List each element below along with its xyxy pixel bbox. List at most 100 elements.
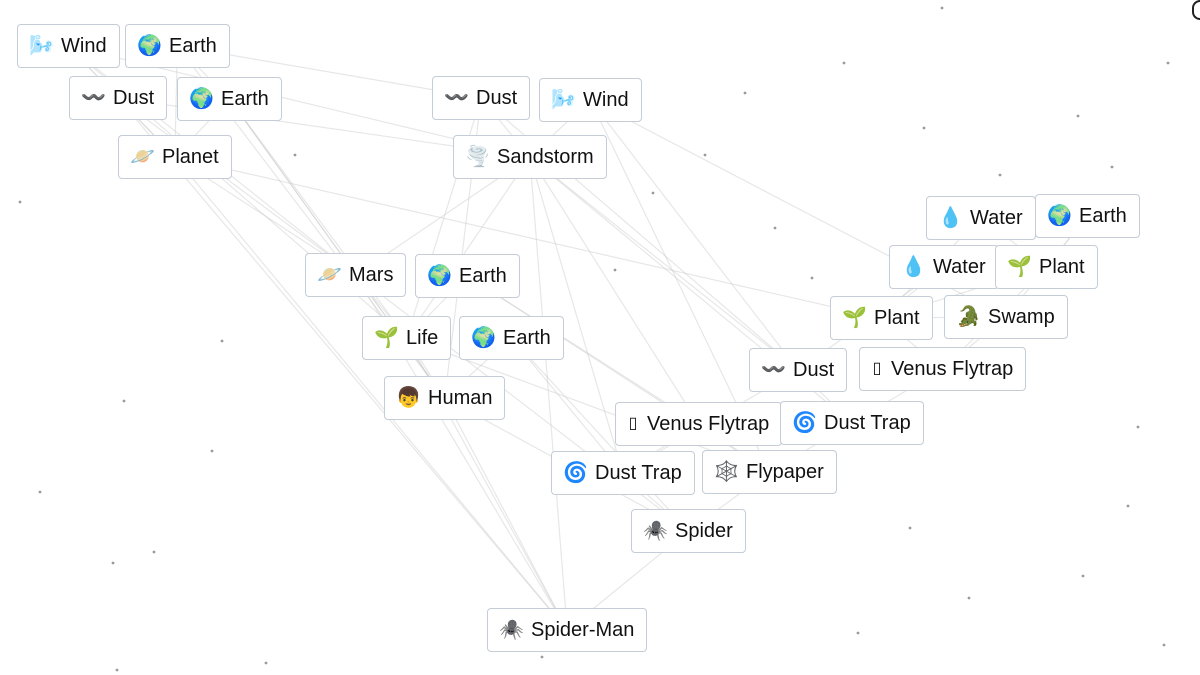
element-tile-dust-trap[interactable]: 🌀 Dust Trap xyxy=(780,401,924,445)
element-label: Dust xyxy=(793,359,835,381)
background-star xyxy=(540,655,544,659)
connection-line xyxy=(174,156,568,631)
background-star xyxy=(810,276,814,280)
element-tile-wind[interactable]: 🌬️ Wind xyxy=(539,78,642,122)
element-tile-dust[interactable]: 〰️ Dust xyxy=(69,76,168,120)
element-label: Venus Flytrap xyxy=(891,358,1014,380)
planet-icon: 🪐 xyxy=(130,146,155,168)
dust-icon: 〰️ xyxy=(81,87,106,109)
element-tile-spider[interactable]: 🕷️ Spider xyxy=(631,509,746,553)
spider-man-icon: 🕷️ xyxy=(499,619,524,641)
element-tile-earth[interactable]: 🌍 Earth xyxy=(415,254,520,298)
background-star xyxy=(111,561,115,565)
connection-line xyxy=(510,337,624,474)
element-label: Earth xyxy=(1079,205,1127,227)
background-star xyxy=(122,399,126,403)
element-label: Plant xyxy=(874,307,920,329)
background-star xyxy=(210,449,214,453)
background-star xyxy=(220,339,224,343)
background-star xyxy=(613,268,617,272)
element-tile-human[interactable]: 👦 Human xyxy=(384,376,506,420)
earth-icon: 🌍 xyxy=(471,327,496,349)
element-label: Water xyxy=(933,256,986,278)
connection-line xyxy=(529,156,568,631)
background-star xyxy=(1162,643,1166,647)
element-tile-life[interactable]: 🌱 Life xyxy=(362,316,452,360)
element-tile-dust[interactable]: 〰️ Dust xyxy=(432,76,531,120)
background-star xyxy=(18,200,22,204)
swamp-icon: 🐊 xyxy=(956,306,981,328)
element-tile-earth[interactable]: 🌍 Earth xyxy=(459,316,564,360)
element-tile-planet[interactable]: 🪐 Planet xyxy=(118,135,232,179)
element-tile-plant[interactable]: 🌱 Plant xyxy=(830,296,933,340)
background-star xyxy=(743,91,747,95)
dust-icon: 〰️ xyxy=(444,87,469,109)
background-star xyxy=(1136,425,1140,429)
element-label: Mars xyxy=(349,264,394,286)
element-tile-earth[interactable]: 🌍 Earth xyxy=(1035,194,1140,238)
element-label: Earth xyxy=(503,327,551,349)
element-tile-water[interactable]: 💧 Water xyxy=(889,245,999,289)
edge-partial-glyph xyxy=(1192,0,1200,20)
sandstorm-icon: 🌪️ xyxy=(465,146,490,168)
background-star xyxy=(703,153,707,157)
element-tile-water[interactable]: 💧 Water xyxy=(926,196,1036,240)
connection-line xyxy=(510,337,689,532)
element-tile-mars[interactable]: 🪐 Mars xyxy=(305,253,407,297)
water-icon: 💧 xyxy=(901,256,926,278)
dust-trap-icon: 🌀 xyxy=(792,412,817,434)
connection-line xyxy=(174,156,882,319)
element-label: Planet xyxy=(162,146,219,168)
element-tile-plant[interactable]: 🌱 Plant xyxy=(995,245,1098,289)
mars-icon: 🪐 xyxy=(317,264,342,286)
wind-icon: 🌬️ xyxy=(551,89,576,111)
element-tile-dust[interactable]: 〰️ Dust xyxy=(749,348,848,392)
connection-line xyxy=(406,97,482,339)
connection-line xyxy=(117,97,568,631)
earth-icon: 🌍 xyxy=(189,88,214,110)
background-star xyxy=(922,126,926,130)
element-tile-wind[interactable]: 🌬️ Wind xyxy=(17,24,120,68)
element-tile-swamp[interactable]: 🐊 Swamp xyxy=(944,295,1068,339)
element-label: Flypaper xyxy=(746,461,824,483)
element-label: Earth xyxy=(169,35,217,57)
element-label: Spider xyxy=(675,520,733,542)
background-star xyxy=(115,668,119,672)
element-label: Earth xyxy=(221,88,269,110)
dust-trap-icon: 🌀 xyxy=(563,462,588,484)
element-label: Plant xyxy=(1039,256,1085,278)
element-label: Venus Flytrap xyxy=(647,413,770,435)
wind-icon: 🌬️ xyxy=(29,35,54,57)
connection-line xyxy=(589,99,799,371)
element-label: Dust xyxy=(476,87,518,109)
background-star xyxy=(1110,165,1114,169)
connection-line xyxy=(228,98,408,339)
element-tile-dust-trap[interactable]: 🌀 Dust Trap xyxy=(551,451,695,495)
element-label: Wind xyxy=(61,35,107,57)
plant-icon: 🌱 xyxy=(1007,256,1032,278)
flypaper-icon: 🕸️ xyxy=(714,461,739,483)
element-tile-sandstorm[interactable]: 🌪️ Sandstorm xyxy=(453,135,607,179)
background-star xyxy=(293,153,297,157)
element-tile-venus-flytrap[interactable]: ▯ Venus Flytrap xyxy=(615,402,783,446)
element-label: Dust Trap xyxy=(595,462,682,484)
element-tile-flypaper[interactable]: 🕸️ Flypaper xyxy=(702,450,837,494)
earth-icon: 🌍 xyxy=(137,35,162,57)
element-label: Dust Trap xyxy=(824,412,911,434)
element-tile-earth[interactable]: 🌍 Earth xyxy=(125,24,230,68)
element-tile-venus-flytrap[interactable]: ▯ Venus Flytrap xyxy=(859,347,1027,391)
background-star xyxy=(38,490,42,494)
background-star xyxy=(651,191,655,195)
background-star xyxy=(967,596,971,600)
background-star xyxy=(1126,504,1130,508)
connection-line xyxy=(467,275,699,425)
earth-icon: 🌍 xyxy=(427,265,452,287)
connection-line xyxy=(228,98,357,276)
background-star xyxy=(152,550,156,554)
background-star xyxy=(264,661,268,665)
element-tile-earth[interactable]: 🌍 Earth xyxy=(177,77,282,121)
connection-line xyxy=(406,337,770,473)
element-label: Earth xyxy=(459,265,507,287)
element-tile-spider-man[interactable]: 🕷️ Spider-Man xyxy=(487,608,648,652)
human-icon: 👦 xyxy=(396,387,421,409)
